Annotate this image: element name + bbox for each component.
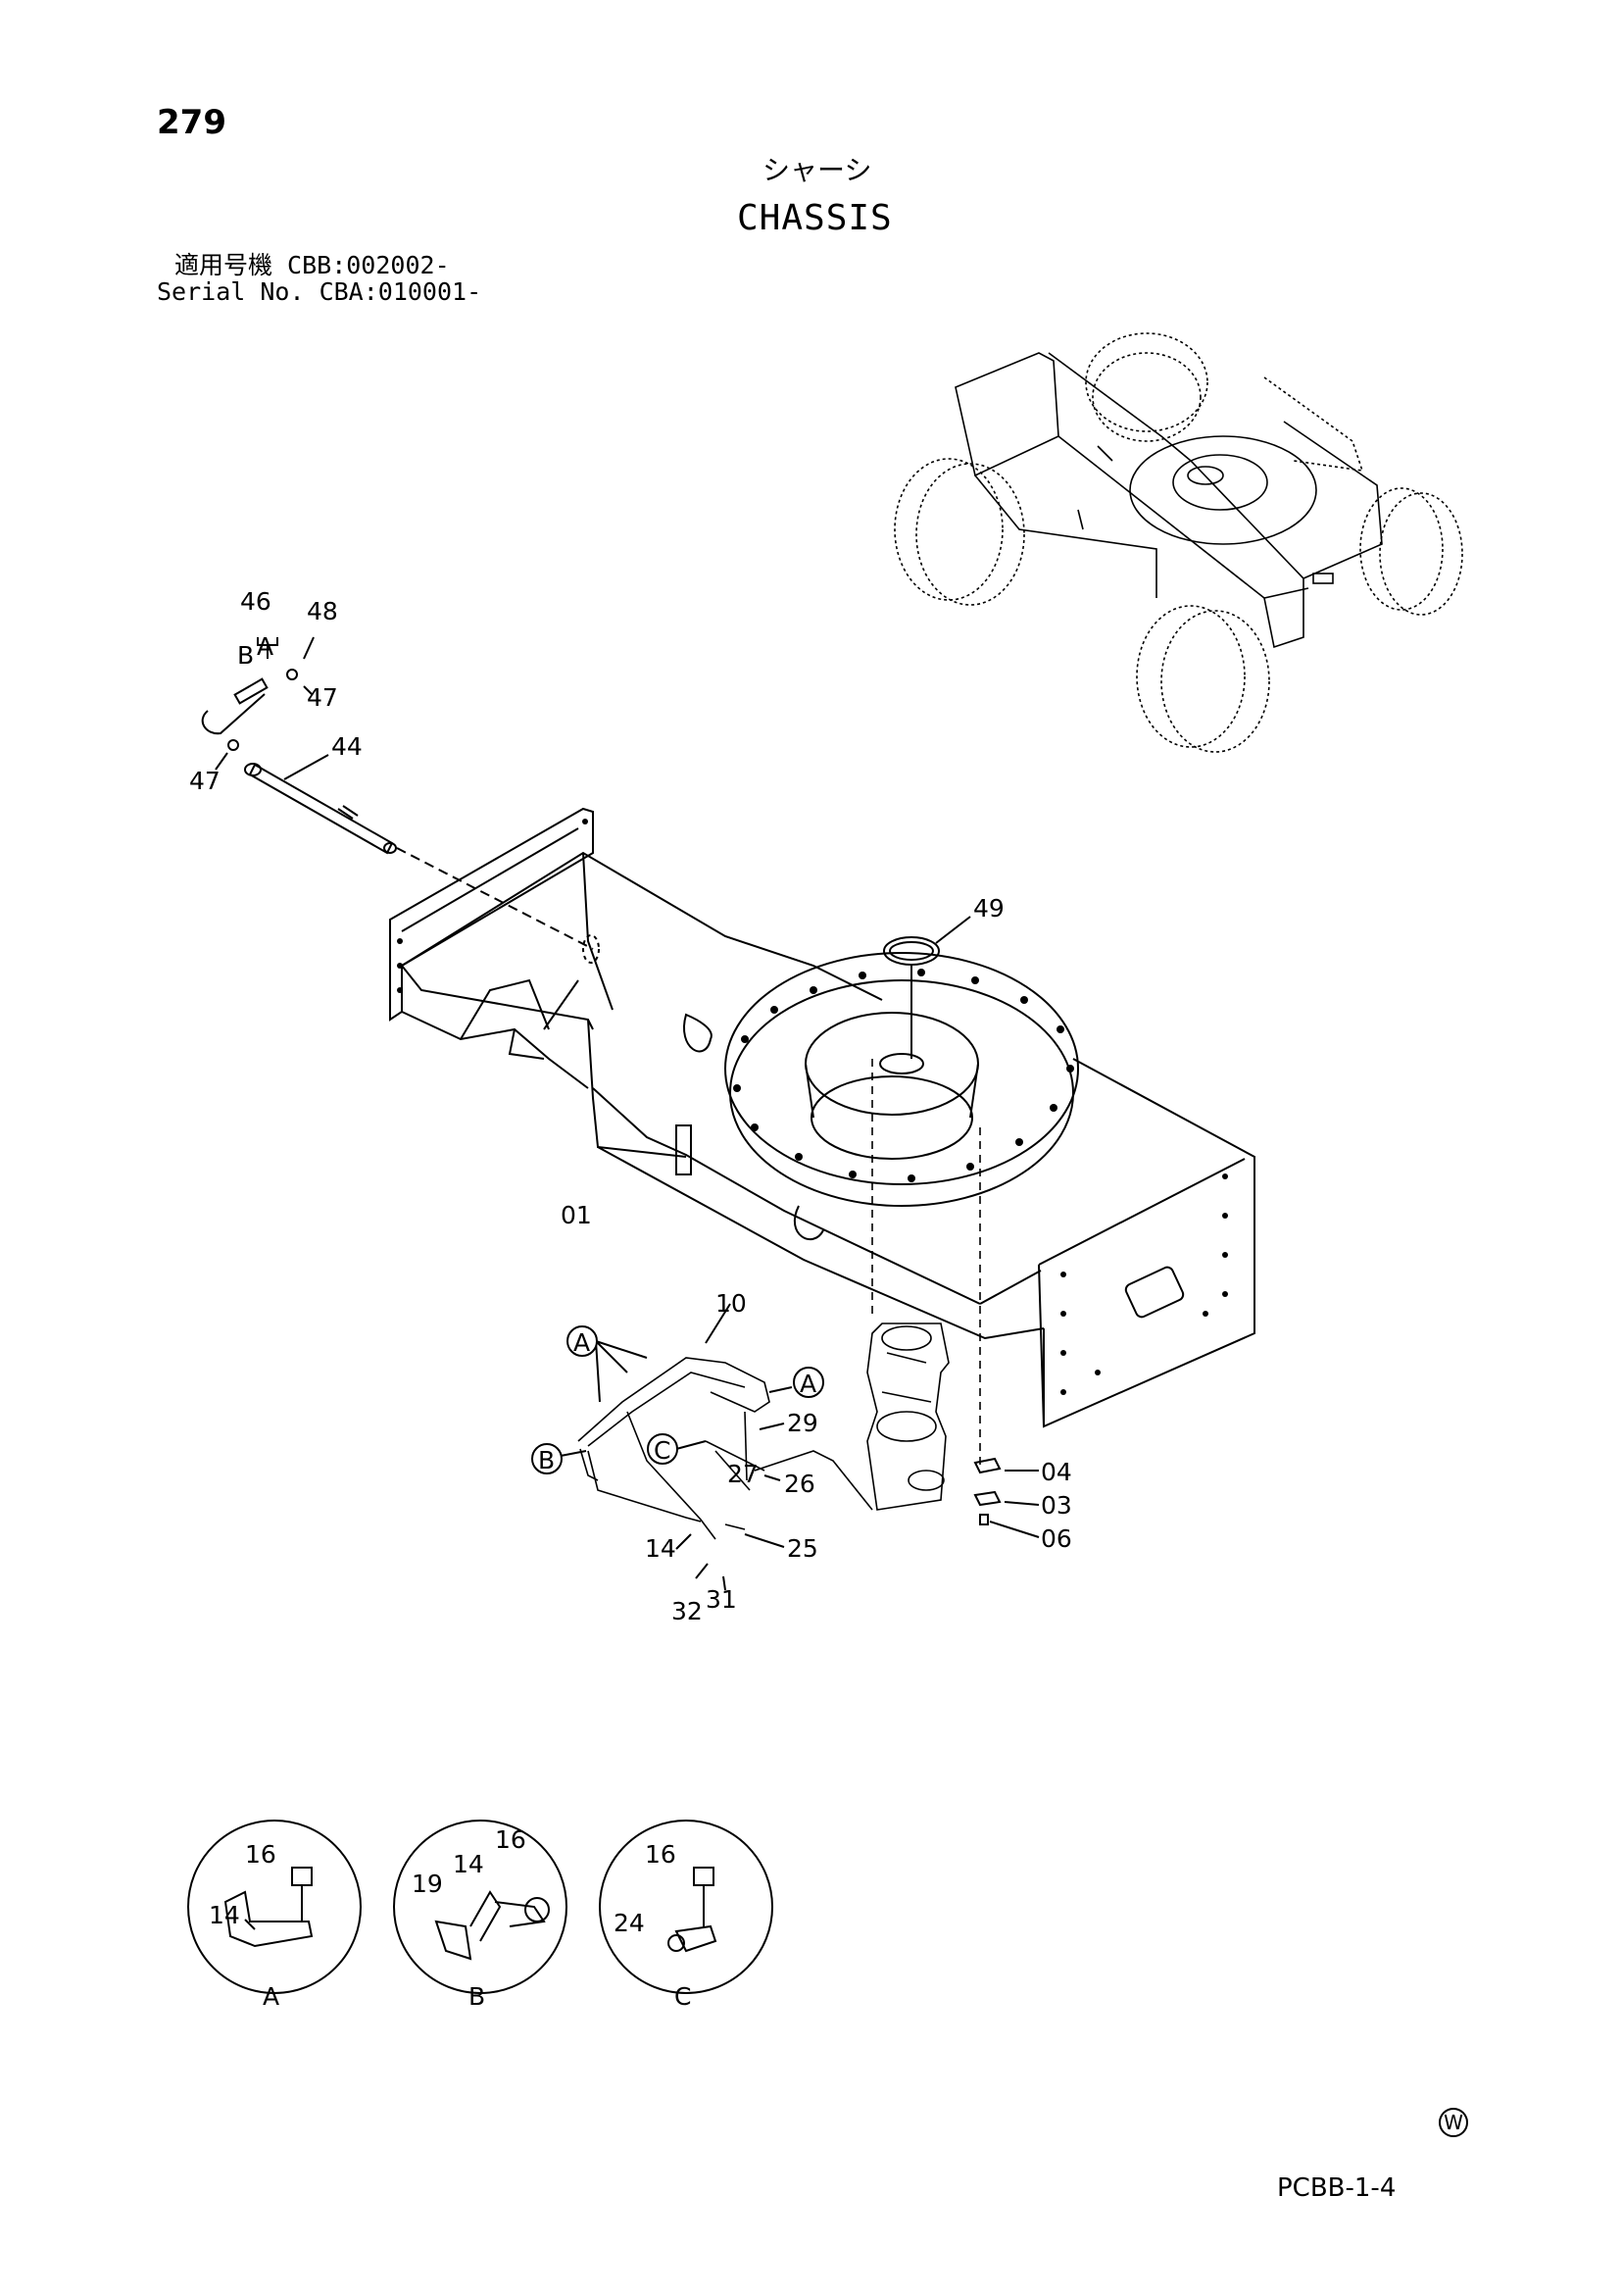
callout-03: 03 — [1041, 1491, 1072, 1520]
callout-46: 46 — [240, 587, 271, 616]
callout-a: A — [257, 632, 273, 661]
callout-32: 32 — [671, 1597, 703, 1625]
serial-number: Serial No. CBA:010001- — [157, 277, 482, 306]
callout-44: 44 — [331, 732, 363, 761]
callout-14: 14 — [645, 1534, 676, 1563]
ref-circle-c[interactable] — [647, 1433, 678, 1465]
ref-circle-a-right-label: A — [800, 1370, 816, 1398]
page-number: 279 — [157, 103, 226, 142]
shaft-leader-dashed — [396, 847, 594, 950]
detail-a-16: 16 — [245, 1840, 276, 1869]
callout-49: 49 — [973, 894, 1005, 923]
detail-b-14: 14 — [453, 1850, 484, 1878]
callout-47-top: 47 — [307, 683, 338, 712]
callout-25: 25 — [787, 1534, 818, 1563]
detail-c-16: 16 — [645, 1840, 676, 1869]
chassis-frame — [389, 807, 1255, 1428]
detail-b-19: 19 — [412, 1870, 443, 1898]
detail-b-label: B — [468, 1982, 485, 2011]
ref-circle-a-label: A — [573, 1328, 590, 1357]
detail-circle-a — [187, 1820, 362, 1994]
detail-a-label: A — [263, 1982, 279, 2011]
pin-shaft — [244, 763, 397, 855]
swivel-joint — [866, 1059, 981, 1511]
wire-harness — [577, 1357, 873, 1540]
seal-ring — [883, 936, 940, 966]
figure-code: PCBB-1-4 — [1277, 2173, 1397, 2203]
detail-c-24: 24 — [614, 1909, 645, 1937]
callout-04: 04 — [1041, 1458, 1072, 1486]
callout-26: 26 — [784, 1470, 815, 1498]
callout-01: 01 — [561, 1201, 592, 1229]
detail-a-14: 14 — [209, 1901, 240, 1929]
callout-27: 27 — [727, 1460, 759, 1488]
applicable-serial-jp: 適用号機 CBB:002002- — [174, 251, 450, 279]
callout-10: 10 — [715, 1289, 747, 1318]
callout-29: 29 — [787, 1409, 818, 1437]
callout-47-bottom: 47 — [189, 767, 221, 795]
detail-c-label: C — [674, 1982, 691, 2011]
ref-circle-b-label: B — [538, 1446, 555, 1474]
ref-circle-a-right[interactable] — [793, 1367, 824, 1398]
title-japanese: シャーシ — [762, 154, 872, 186]
overview-illustration — [894, 332, 1463, 753]
ref-circle-c-label: C — [654, 1436, 670, 1465]
callout-b: B — [237, 641, 254, 670]
ref-circle-a[interactable] — [566, 1325, 598, 1357]
callout-48: 48 — [307, 597, 338, 625]
page-title: CHASSIS — [737, 198, 893, 238]
callout-31: 31 — [706, 1585, 737, 1614]
detail-circle-c — [599, 1820, 773, 1994]
hose-assembly — [201, 637, 298, 751]
ref-circle-b[interactable] — [531, 1443, 563, 1474]
callout-06: 06 — [1041, 1524, 1072, 1553]
w-mark-icon: W — [1439, 2108, 1468, 2137]
detail-b-16: 16 — [495, 1825, 526, 1854]
detail-circle-b — [393, 1820, 567, 1994]
